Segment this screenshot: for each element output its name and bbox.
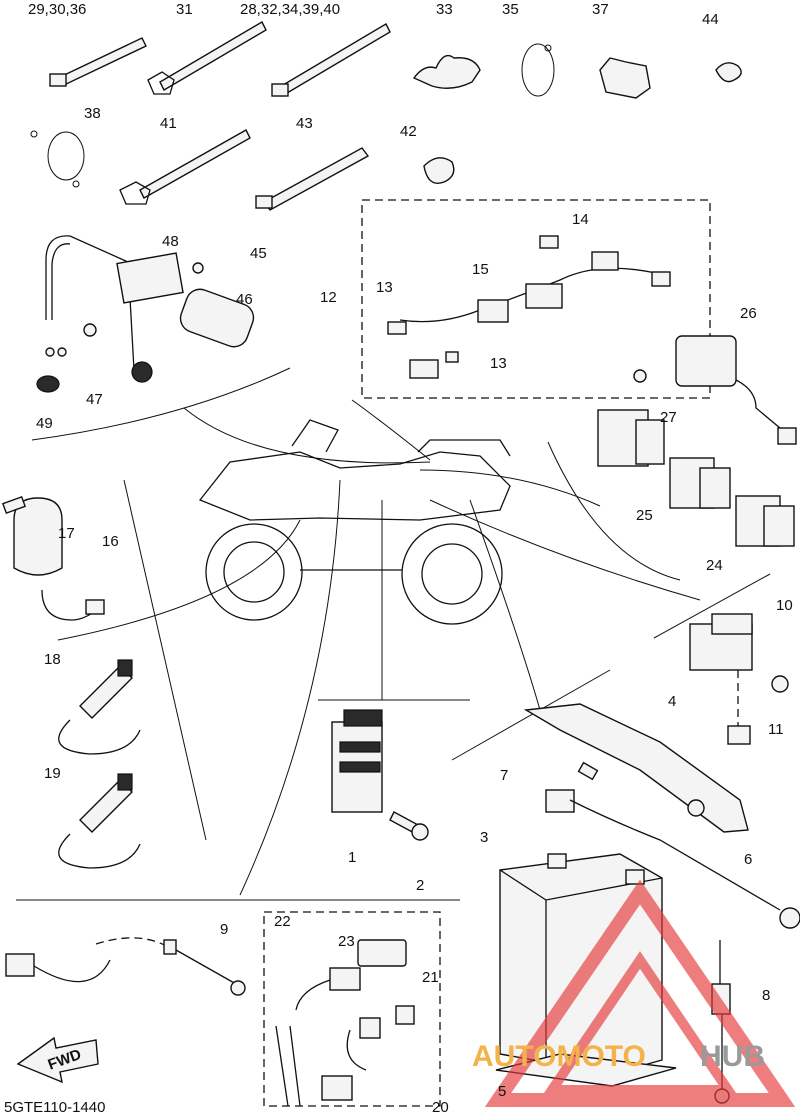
label-9: 9 xyxy=(220,921,228,938)
label-41: 41 xyxy=(160,115,177,132)
cable-tie-29-30-36 xyxy=(49,37,147,87)
label-21: 21 xyxy=(422,969,439,986)
harness-20 xyxy=(275,939,415,1107)
label-12: 12 xyxy=(320,289,337,306)
clamp-37 xyxy=(599,57,651,99)
label-42: 42 xyxy=(400,123,417,140)
leader-lines xyxy=(16,367,771,901)
label-25: 25 xyxy=(636,507,653,524)
cable-tie-28-32 xyxy=(271,23,391,97)
battery-cable-7 xyxy=(545,761,800,929)
relay-24 xyxy=(669,457,795,547)
bolt-2 xyxy=(389,811,429,841)
cable-tie-43 xyxy=(255,147,370,211)
label-44: 44 xyxy=(702,11,719,28)
wire-9 xyxy=(5,937,246,996)
sub-assembly-box-20 xyxy=(263,911,441,1107)
label-13b: 13 xyxy=(490,355,507,372)
bracket-4 xyxy=(523,703,749,833)
label-20: 20 xyxy=(432,1099,449,1116)
clamp-33 xyxy=(412,54,481,89)
label-31: 31 xyxy=(176,1,193,18)
label-11: 11 xyxy=(768,721,784,738)
label-3: 3 xyxy=(480,829,488,846)
label-35: 35 xyxy=(502,1,519,18)
label-4: 4 xyxy=(668,693,676,710)
label-1: 1 xyxy=(348,849,356,866)
band-38 xyxy=(30,130,85,188)
sub-assembly-box-12 xyxy=(361,199,711,399)
clamp-42 xyxy=(423,157,455,184)
label-37: 37 xyxy=(592,1,609,18)
label-18: 18 xyxy=(44,651,61,668)
regulator-10 xyxy=(689,613,789,745)
label-26: 26 xyxy=(740,305,757,322)
label-38: 38 xyxy=(84,105,101,122)
label-17: 17 xyxy=(58,525,75,542)
ignition-switch xyxy=(1,495,105,621)
sensor-18 xyxy=(58,659,141,755)
label-33: 33 xyxy=(436,1,453,18)
label-28-32-34-39-40: 28,32,34,39,40 xyxy=(240,1,340,18)
label-23: 23 xyxy=(338,933,355,950)
band-35 xyxy=(521,43,555,97)
battery-mat-5 xyxy=(495,1053,677,1087)
sensor-19 xyxy=(58,773,141,869)
fwd-arrow xyxy=(16,1036,99,1084)
label-15: 15 xyxy=(472,261,489,278)
atv-outline xyxy=(198,419,511,625)
label-43: 43 xyxy=(296,115,313,132)
label-45: 45 xyxy=(250,245,267,262)
label-5: 5 xyxy=(498,1083,506,1100)
label-7: 7 xyxy=(500,767,508,784)
rectifier-1 xyxy=(331,709,383,813)
label-10: 10 xyxy=(776,597,793,614)
label-13a: 13 xyxy=(376,279,393,296)
label-27: 27 xyxy=(660,409,677,426)
handlebar-switch-assembly xyxy=(36,235,255,393)
wire-harness-sub xyxy=(387,235,671,379)
relay-25 xyxy=(597,409,665,467)
label-19: 19 xyxy=(44,765,61,782)
ignition-coil-26 xyxy=(633,335,797,445)
label-8: 8 xyxy=(762,987,770,1004)
label-29-30-36: 29,30,36 xyxy=(28,1,86,18)
label-16: 16 xyxy=(102,533,119,550)
label-48: 48 xyxy=(162,233,179,250)
watermark-text-b: HUB xyxy=(700,1040,765,1073)
cable-tie-31 xyxy=(147,21,267,95)
cable-tie-41 xyxy=(119,129,251,205)
label-2: 2 xyxy=(416,877,424,894)
watermark-logo xyxy=(484,879,796,1107)
label-6: 6 xyxy=(744,851,752,868)
label-49: 49 xyxy=(36,415,53,432)
label-14: 14 xyxy=(572,211,589,228)
label-22: 22 xyxy=(274,913,291,930)
label-24: 24 xyxy=(706,557,723,574)
label-47: 47 xyxy=(86,391,103,408)
diagram-code: 5GTE110-1440 xyxy=(4,1099,105,1116)
clip-44 xyxy=(715,62,742,83)
watermark-text-a: AUTOMOTO xyxy=(472,1040,646,1073)
label-46: 46 xyxy=(236,291,253,308)
